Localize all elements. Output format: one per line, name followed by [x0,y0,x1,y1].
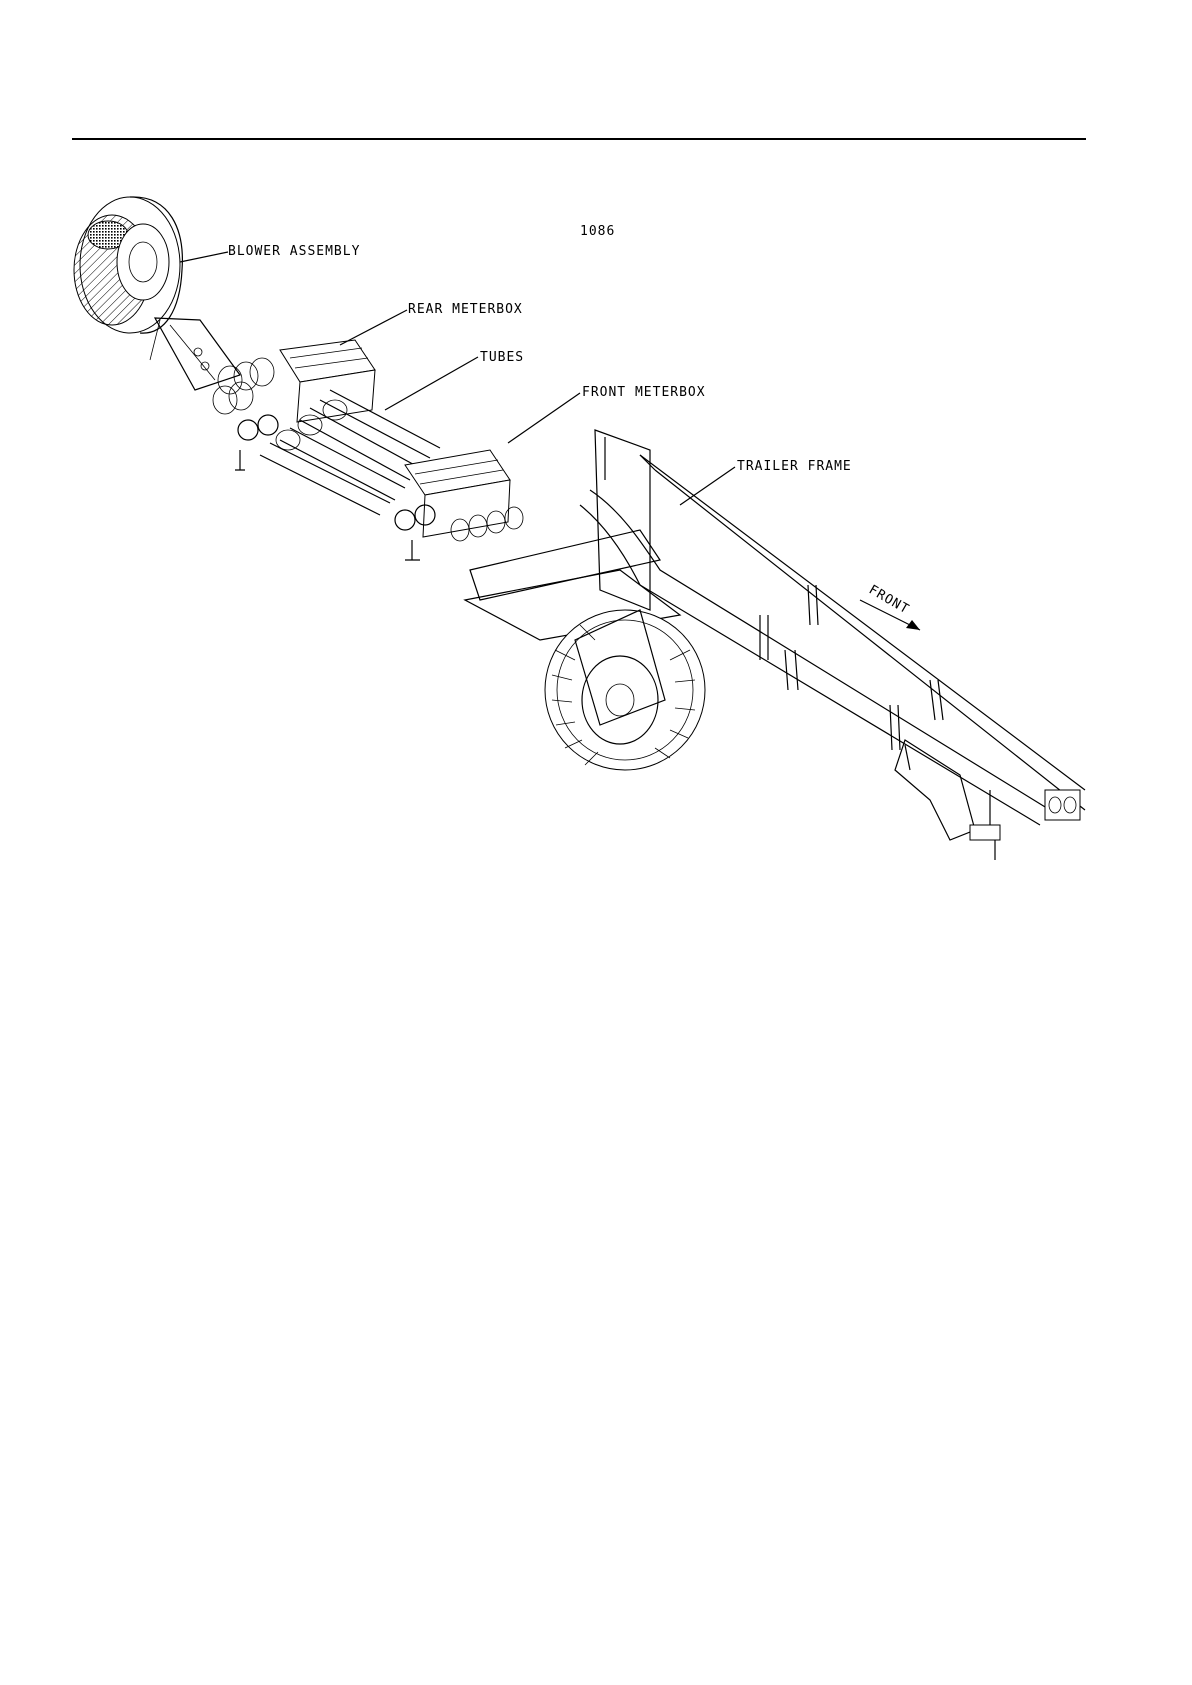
label-front: FRONT [866,582,912,617]
front-meterbox [395,450,523,560]
front-direction-indicator: FRONT [860,582,920,630]
trailer-frame [465,430,1085,860]
label-blower-assembly: BLOWER ASSEMBLY [228,244,360,259]
arrow-head-icon [906,620,920,630]
drawing-number: 1086 [580,224,615,239]
blower-assembly [74,197,240,390]
label-front-meterbox: FRONT METERBOX [582,385,706,400]
label-trailer-frame: TRAILER FRAME [737,459,852,474]
rear-meterbox [213,340,375,470]
wheel [545,610,705,770]
label-rear-meterbox: REAR METERBOX [408,302,523,317]
label-tubes: TUBES [480,350,524,365]
